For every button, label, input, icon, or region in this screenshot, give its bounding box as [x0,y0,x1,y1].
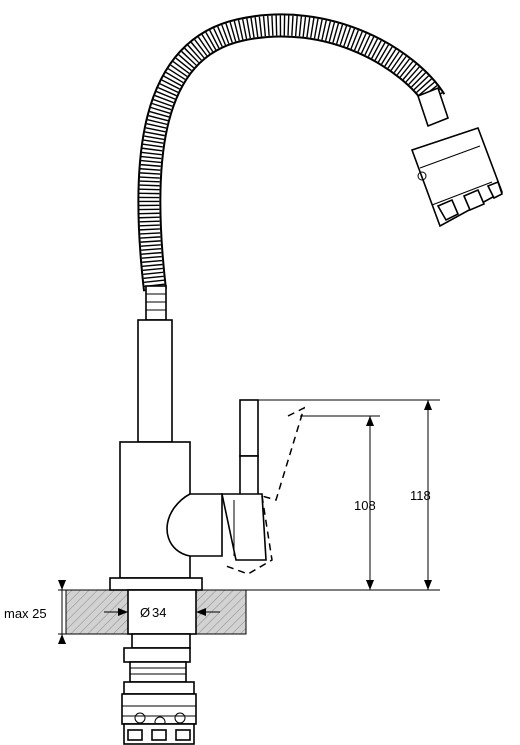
dimension-118-label: 118 [410,488,431,503]
spray-head [410,86,503,228]
dimension-max-25-label: max 25 [4,606,47,621]
dimension-handle-height: 108 [300,415,380,590]
lever-handle-open-position [225,406,306,575]
mounting-shank [121,589,197,745]
dimension-34-label: 34 [152,605,166,620]
dimension-max-thickness: max 25 [4,580,66,644]
lever-handle [221,399,267,561]
dimension-108-label: 108 [354,498,376,513]
flexible-spout-hose [137,13,446,292]
dimension-hole-diameter: Ø 34 [104,605,220,620]
riser-pipe [137,285,173,443]
diameter-symbol-icon: Ø [140,605,150,620]
faucet-body [109,441,223,591]
dimension-total-height: 118 [246,399,440,591]
